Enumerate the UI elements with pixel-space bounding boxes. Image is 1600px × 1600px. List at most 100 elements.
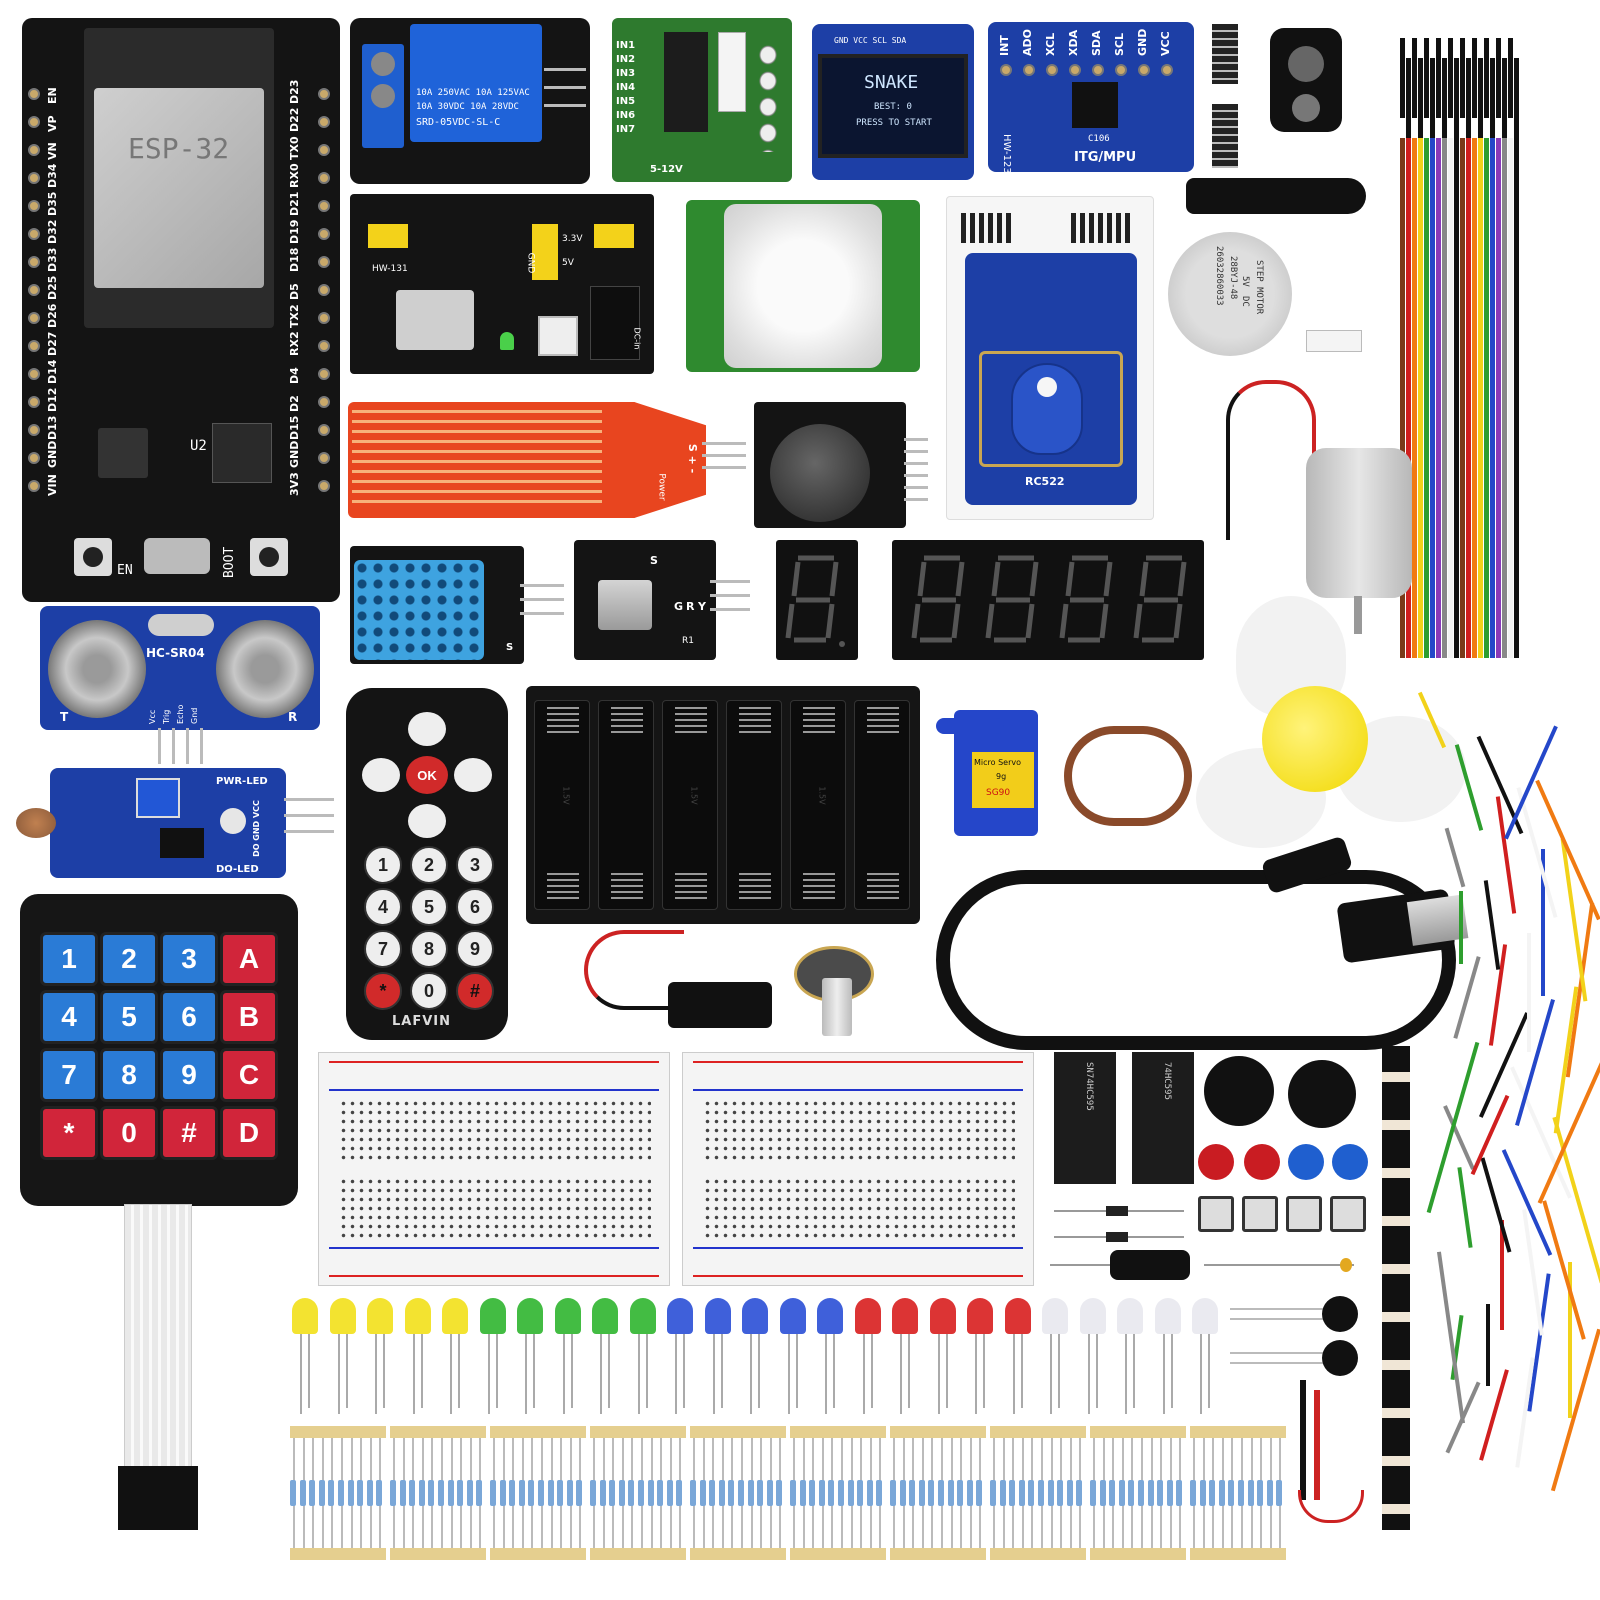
resistor-tape-bottom [1090, 1548, 1186, 1560]
servo-arm[interactable] [936, 718, 1004, 734]
power-dc-jack[interactable] [590, 286, 640, 360]
ribbon-wire [1442, 138, 1447, 658]
jumper-wire [1516, 787, 1558, 918]
resistor [576, 1480, 583, 1506]
potentiometer[interactable] [794, 946, 874, 1002]
remote-key-button[interactable]: 1 [364, 846, 402, 884]
relay-terminal-block[interactable] [362, 44, 404, 148]
oled-prompt: PRESS TO START [856, 118, 932, 128]
keypad-key-label: B [238, 1001, 260, 1032]
keypad-key[interactable]: 3 [160, 932, 218, 986]
led-leg [300, 1334, 302, 1414]
button-cap-red-2[interactable] [1244, 1144, 1280, 1180]
remote-key-button[interactable]: 2 [410, 846, 448, 884]
remote-up-button[interactable] [408, 712, 446, 746]
resistor [599, 1480, 606, 1506]
keypad-key-label: 2 [121, 943, 137, 974]
remote-key-button[interactable]: 9 [456, 930, 494, 968]
resistor [1266, 1480, 1273, 1506]
mpu-cap-label: C106 [1088, 134, 1110, 144]
led [742, 1298, 768, 1334]
remote-key-button[interactable]: 0 [410, 972, 448, 1010]
remote-key-button[interactable]: 4 [364, 888, 402, 926]
ldr-potentiometer[interactable] [136, 778, 180, 818]
breadboard-right-holes-bottom [703, 1177, 1015, 1239]
tactile-switch-4[interactable] [1330, 1196, 1366, 1232]
keypad-key[interactable]: D [220, 1106, 278, 1160]
resistor [709, 1480, 716, 1506]
keypad-key[interactable]: 1 [40, 932, 98, 986]
remote-key-label: 3 [469, 854, 480, 875]
resistor-tape-bottom [1190, 1548, 1286, 1560]
esp32-right-pin-label: TX2 [288, 304, 301, 328]
led-leg [1095, 1334, 1098, 1408]
keypad-key[interactable]: 2 [100, 932, 158, 986]
micro-usb-port[interactable] [144, 538, 210, 574]
button-cap-red-1[interactable] [1198, 1144, 1234, 1180]
remote-key-button[interactable]: 5 [410, 888, 448, 926]
led [629, 1298, 656, 1334]
remote-key-button[interactable]: 8 [410, 930, 448, 968]
power-jumper-center[interactable] [532, 224, 558, 280]
remote-right-button[interactable] [454, 758, 492, 792]
keypad-key-label: 9 [181, 1059, 197, 1090]
keypad-key[interactable]: 7 [40, 1048, 98, 1102]
power-switch[interactable] [538, 316, 578, 356]
resistor [476, 1480, 483, 1506]
tactile-switch-2[interactable] [1242, 1196, 1278, 1232]
remote-key-button[interactable]: * [364, 972, 402, 1010]
remote-key-button[interactable]: 7 [364, 930, 402, 968]
remote-down-button[interactable] [408, 804, 446, 838]
keypad-key[interactable]: 5 [100, 990, 158, 1044]
keypad-key[interactable]: 8 [100, 1048, 158, 1102]
power-model-label: HW-131 [372, 264, 408, 274]
keypad-key[interactable]: 6 [160, 990, 218, 1044]
esp32-pin-hole [28, 172, 40, 184]
keypad-key[interactable]: 9 [160, 1048, 218, 1102]
keypad-key-label: 3 [181, 943, 197, 974]
remote-key-button[interactable]: # [456, 972, 494, 1010]
resistor [590, 1480, 596, 1506]
resistor [1038, 1480, 1044, 1506]
remote-ok-button[interactable]: OK [406, 756, 448, 794]
resistor-tape-top [590, 1426, 686, 1438]
ldr-photoresistor [16, 808, 56, 838]
remote-key-button[interactable]: 3 [456, 846, 494, 884]
led-leg [1087, 1334, 1090, 1414]
tactile-switch-3[interactable] [1286, 1196, 1322, 1232]
keypad-key[interactable]: 0 [100, 1106, 158, 1160]
remote-left-button[interactable] [362, 758, 400, 792]
battery-cell-slot [854, 700, 910, 910]
power-jumper-left[interactable] [368, 224, 408, 248]
esp32-pin-hole [318, 172, 330, 184]
power-jumper-right[interactable] [594, 224, 634, 248]
keypad-key[interactable]: C [220, 1048, 278, 1102]
button-cap-blue-1[interactable] [1288, 1144, 1324, 1180]
boot-button[interactable] [250, 538, 288, 576]
keypad-key[interactable]: B [220, 990, 278, 1044]
tactile-switch-1[interactable] [1198, 1196, 1234, 1232]
keypad-key[interactable]: 4 [40, 990, 98, 1044]
keypad-key[interactable]: A [220, 932, 278, 986]
led-leg [825, 1334, 827, 1414]
remote-key-label: 4 [377, 896, 388, 917]
driver-pin-in1: IN1 [616, 40, 636, 51]
power-usb-port[interactable] [396, 290, 474, 350]
jumper-wire [1479, 1369, 1509, 1461]
led-leg [345, 1334, 348, 1408]
led-leg [908, 1334, 910, 1408]
keypad-key[interactable]: * [40, 1106, 98, 1160]
tilt-pin-g: G [674, 600, 684, 613]
led-leg [712, 1334, 715, 1414]
button-cap-blue-2[interactable] [1332, 1144, 1368, 1180]
esp32-right-pin-label: D22 [288, 107, 301, 132]
en-button[interactable] [74, 538, 112, 576]
led-leg [787, 1334, 790, 1414]
potentiometer-shaft[interactable] [822, 978, 852, 1036]
joystick-knob[interactable] [770, 424, 870, 522]
remote-key-button[interactable]: 6 [456, 888, 494, 926]
ldr-pwr-led-label: PWR-LED [216, 776, 268, 787]
keypad-key[interactable]: # [160, 1106, 218, 1160]
